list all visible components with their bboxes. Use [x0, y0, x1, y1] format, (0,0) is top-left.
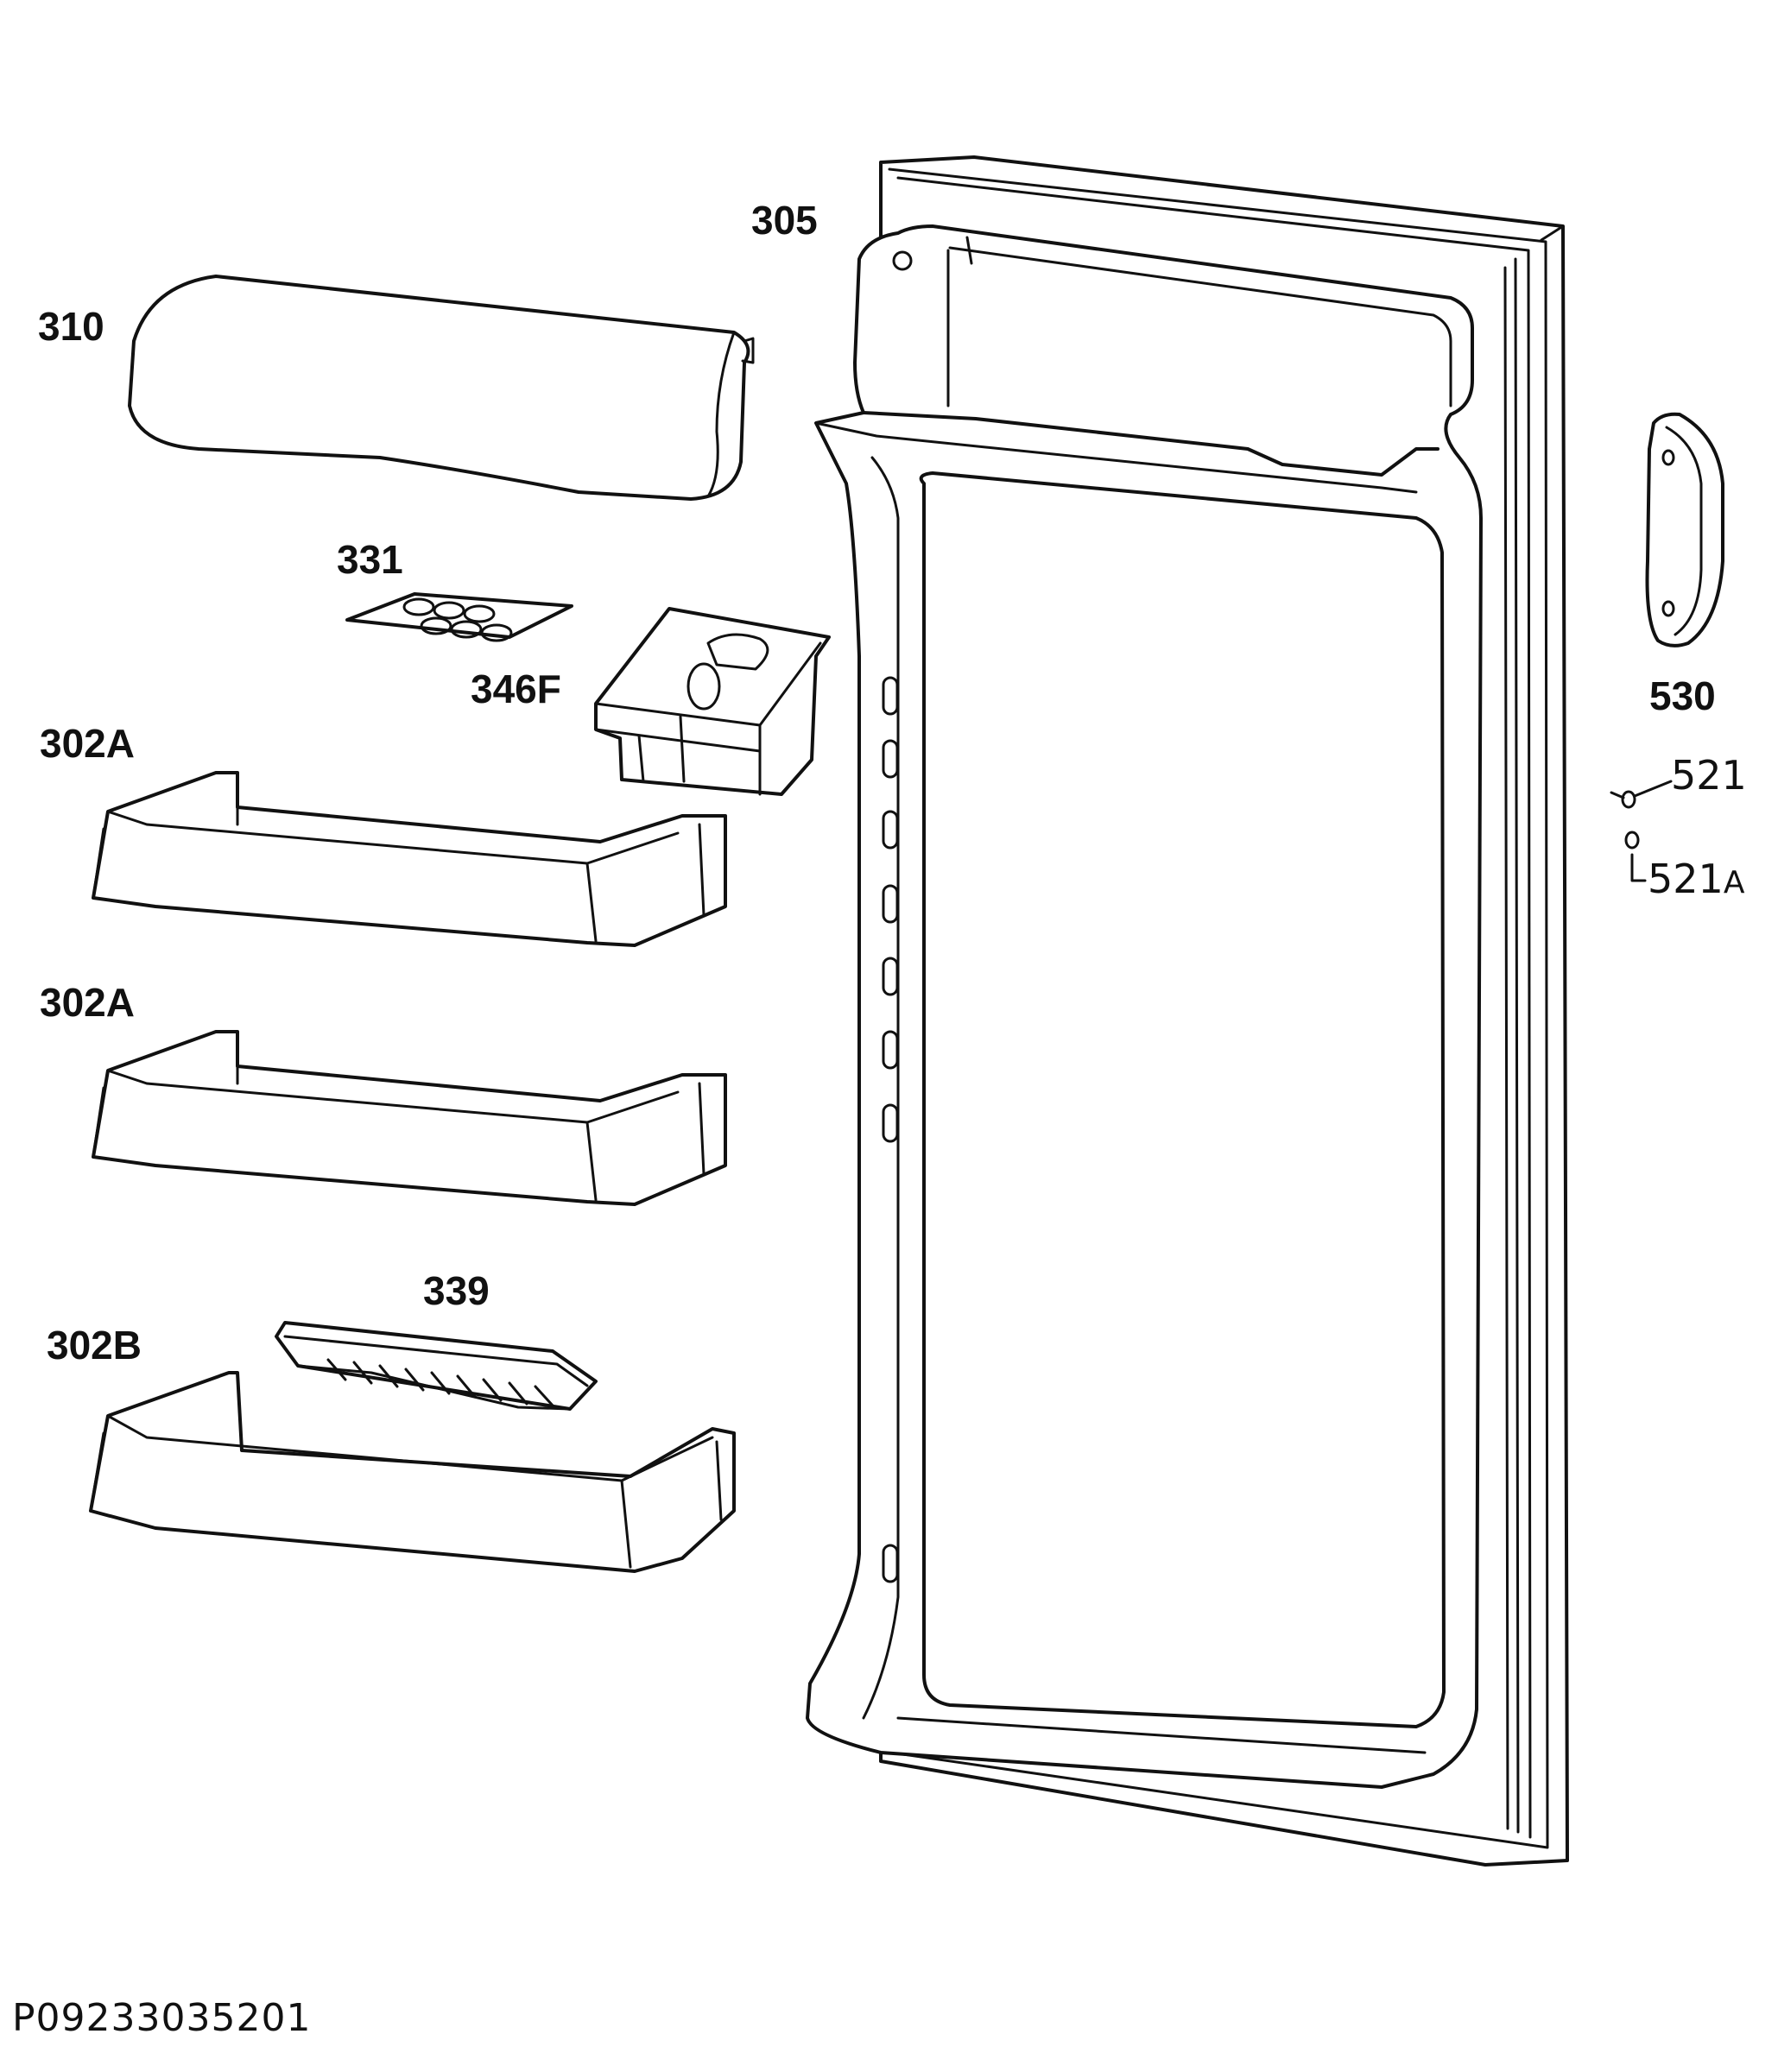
part-label-521a: 521A	[1648, 859, 1744, 899]
part-label-310: 310	[38, 304, 104, 349]
door-handle-drawing	[1645, 412, 1724, 648]
bottle-retainer-drawing	[275, 1321, 598, 1411]
part-label-339: 339	[423, 1268, 490, 1313]
door-shelf-upper-drawing	[92, 771, 727, 947]
screw-drawing	[1610, 780, 1673, 809]
door-shelf-bottom-drawing	[89, 1371, 736, 1573]
part-label-521: 521	[1671, 752, 1747, 799]
egg-tray-drawing	[345, 592, 573, 642]
door-liner-drawing	[806, 155, 1569, 1867]
part-label-302b: 302B	[47, 1323, 142, 1368]
part-label-302a-upper: 302A	[40, 721, 135, 766]
part-label-305: 305	[751, 198, 818, 243]
part-label-331: 331	[337, 537, 403, 582]
part-label-346f: 346F	[471, 666, 561, 711]
dairy-box-drawing	[594, 607, 831, 796]
part-label-521a-suffix: A	[1723, 865, 1745, 900]
door-shelf-middle-drawing	[92, 1030, 727, 1206]
shelf-slots	[882, 676, 899, 1583]
document-code: P09233035201	[12, 1996, 312, 2040]
part-label-302a-middle: 302A	[40, 980, 135, 1025]
part-label-530: 530	[1649, 673, 1716, 718]
dairy-cover-drawing	[128, 275, 755, 501]
washer-drawing	[1624, 831, 1647, 882]
part-label-521a-main: 521	[1648, 856, 1724, 902]
